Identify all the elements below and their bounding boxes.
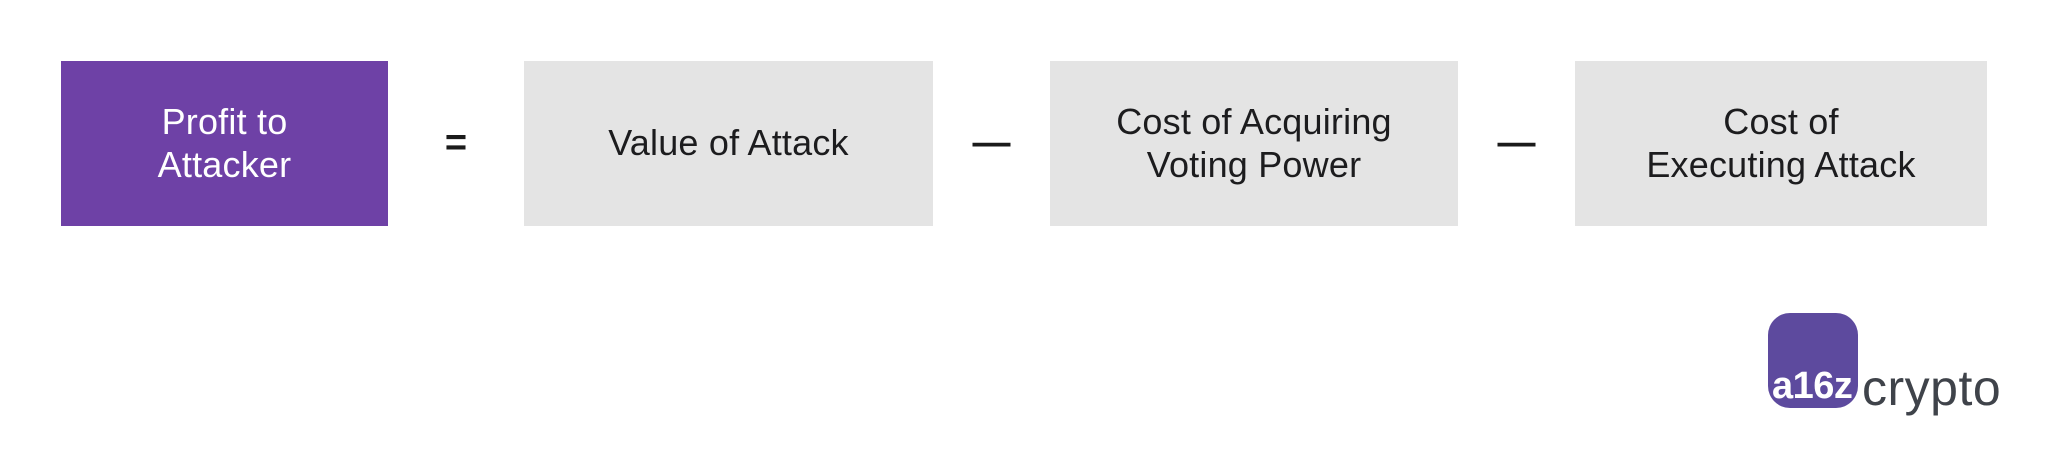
value-of-attack-box: Value of Attack [524, 61, 933, 226]
equals-sign-glyph: = [444, 122, 468, 164]
a16z-logo-mark-text: a16z [1772, 365, 1853, 407]
cost-of-acquiring-voting-power-label: Cost of Acquiring Voting Power [1116, 101, 1392, 185]
profit-to-attacker-label: Profit to Attacker [157, 101, 292, 185]
cost-of-acquiring-voting-power-box: Cost of Acquiring Voting Power [1050, 61, 1458, 226]
a16z-crypto-wordmark: crypto [1862, 360, 2002, 416]
minus-sign-1: — [933, 61, 1050, 226]
profit-to-attacker-box: Profit to Attacker [61, 61, 388, 226]
minus-sign-2: — [1458, 61, 1575, 226]
a16z-logo-mark: a16z [1768, 313, 1858, 408]
cost-of-executing-attack-label: Cost of Executing Attack [1646, 101, 1916, 185]
cost-of-executing-attack-box: Cost of Executing Attack [1575, 61, 1987, 226]
value-of-attack-label: Value of Attack [608, 122, 849, 164]
minus-sign-1-glyph: — [972, 122, 1011, 164]
equals-sign: = [388, 61, 524, 226]
minus-sign-2-glyph: — [1497, 122, 1536, 164]
